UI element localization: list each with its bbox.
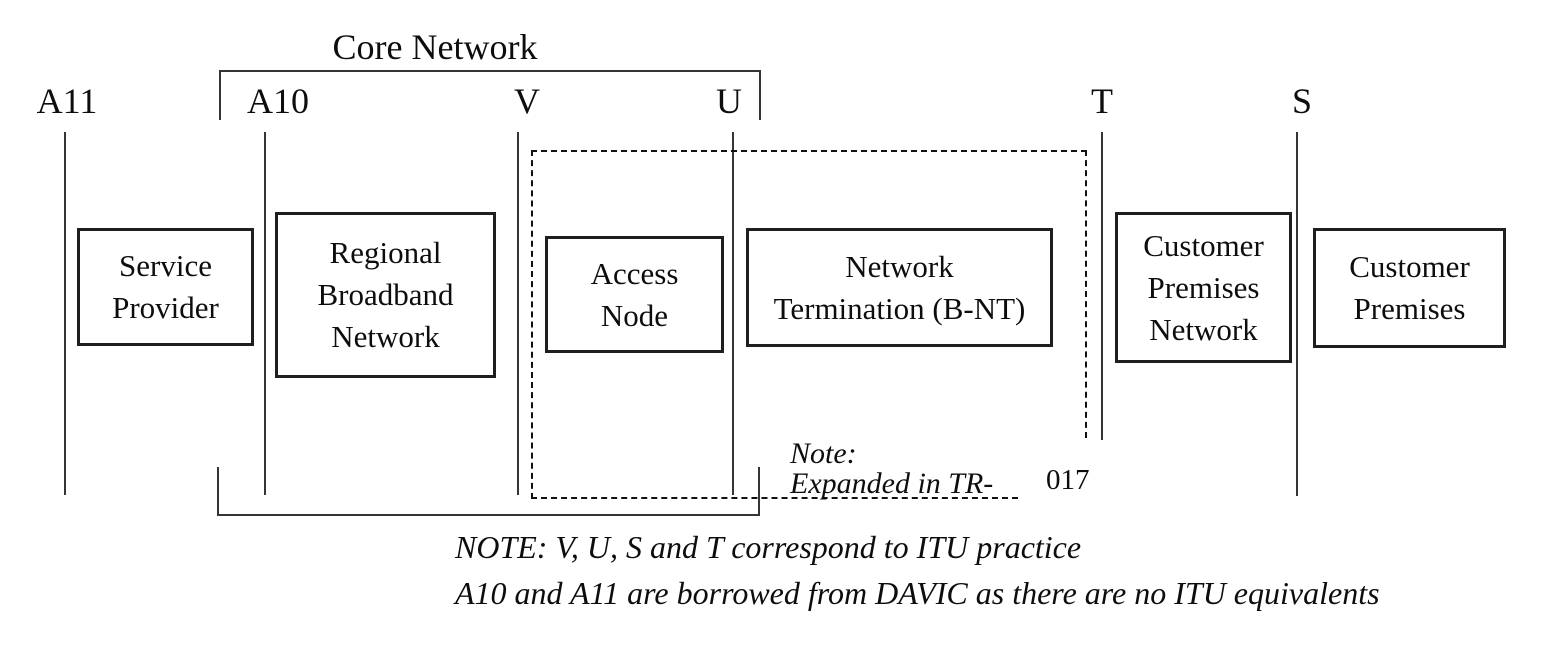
footnote: NOTE: V, U, S and T correspond to ITU pr…: [455, 524, 1380, 616]
box-customer-premises-network: Customer Premises Network: [1115, 212, 1292, 363]
reference-line-a11: [64, 132, 66, 495]
reference-line-s: [1296, 132, 1298, 496]
box-network-termination: Network Termination (B-NT): [746, 228, 1053, 347]
box-label-line: Broadband: [317, 277, 454, 312]
box-service-provider: Service Provider: [77, 228, 254, 346]
box-label-line: Customer: [1143, 227, 1264, 263]
interface-label-v: V: [514, 81, 540, 121]
reference-line-t: [1101, 132, 1103, 440]
box-label-line: Regional: [329, 235, 442, 270]
expansion-dashed-outline-right: [1085, 150, 1087, 438]
box-label-line: Network: [845, 248, 954, 284]
access-span-bracket: [217, 467, 760, 516]
box-label-line: Node: [600, 297, 669, 333]
box-label-line: Service: [119, 248, 212, 283]
box-label-line: Customer: [1349, 249, 1470, 284]
box-access-node: Access Node: [545, 236, 724, 353]
expansion-dashed-outline-bottom: [531, 497, 1018, 499]
box-label-line: Network: [1149, 311, 1258, 347]
core-network-label: Core Network: [332, 27, 538, 67]
reference-line-u: [732, 132, 734, 495]
interface-label-a11: A11: [36, 81, 98, 121]
footnote-line1: NOTE: V, U, S and T correspond to ITU pr…: [455, 529, 1082, 565]
box-customer-premises: Customer Premises: [1313, 228, 1506, 348]
expansion-note-ref-number: 017: [1046, 464, 1090, 496]
expansion-note-line1: Note:: [790, 437, 857, 470]
interface-label-s: S: [1291, 81, 1313, 121]
footnote-line2: A10 and A11 are borrowed from DAVIC as t…: [455, 575, 1380, 611]
box-label-line: Termination (B-NT): [773, 290, 1026, 326]
box-label-line: Premises: [1147, 269, 1260, 305]
interface-label-t: T: [1091, 81, 1113, 121]
reference-line-v: [517, 132, 519, 495]
expansion-dashed-outline-left: [531, 150, 533, 499]
core-network-bracket: [219, 70, 761, 120]
expansion-note-line2: Expanded in TR-: [790, 467, 994, 500]
expansion-dashed-outline-top: [531, 150, 1087, 152]
box-label-line: Network: [331, 319, 440, 354]
box-label-line: Premises: [1353, 291, 1466, 326]
reference-line-a10: [264, 132, 266, 495]
box-regional-broadband-network: Regional Broadband Network: [275, 212, 496, 378]
interface-label-u: U: [716, 81, 742, 121]
box-label-line: Provider: [112, 290, 219, 325]
box-label-line: Access: [590, 255, 679, 291]
interface-label-a10: A10: [247, 81, 309, 121]
